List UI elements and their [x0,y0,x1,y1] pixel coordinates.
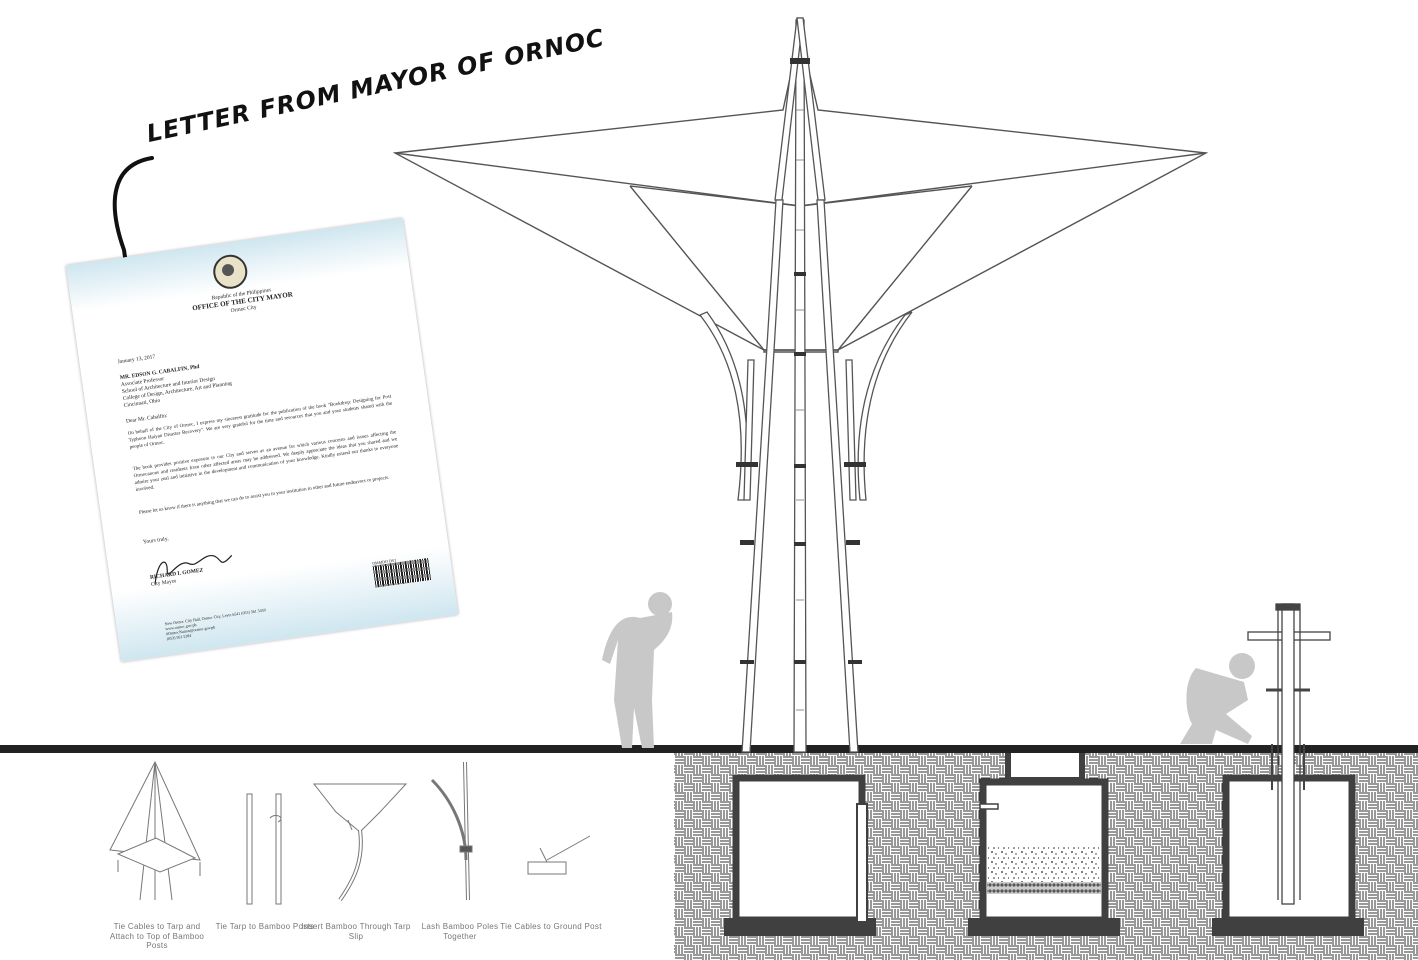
ground-line [0,745,1418,753]
person-kneeling [1180,653,1255,744]
person-standing [602,592,673,748]
lashing-bands [736,58,866,664]
ground-post [1247,603,1331,905]
bamboo-nodes [796,109,804,711]
step-label-tie-tarp: Tie Tarp to Bamboo Posts [215,922,315,931]
bamboo-poles [698,17,913,753]
step-diagrams [109,760,591,905]
foundation-center [968,752,1120,936]
step-label-lash-bamboo: Lash Bamboo Poles Together [421,922,499,941]
foundation-left [724,774,876,936]
step-label-insert-bamboo: Insert Bamboo Through Tarp Slip [301,922,411,941]
signature-icon [154,554,233,585]
step-label-tie-cables: Tie Cables to Tarp and Attach to Top of … [109,922,205,950]
step-label-ground-post: Tie Cables to Ground Post [500,922,602,931]
mayor-letter: Republic of the Philippines OFFICE OF TH… [65,218,459,662]
